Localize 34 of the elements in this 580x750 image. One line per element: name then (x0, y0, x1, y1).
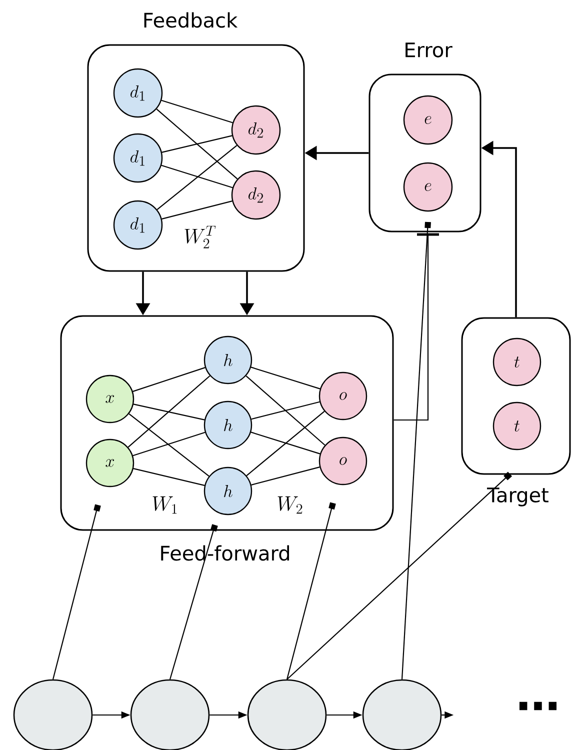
weight-line (128, 413, 210, 477)
weight-line (162, 200, 232, 220)
module-heading: Target (487, 488, 548, 506)
weight-line (246, 410, 325, 476)
state-ellipse (13, 679, 93, 750)
weight-line (246, 376, 326, 446)
weight-label: $W_2$ (278, 496, 302, 514)
weight-line (133, 404, 205, 420)
state-ellipse (362, 679, 442, 750)
weight-line (132, 432, 206, 456)
weight-line (250, 366, 320, 390)
weight-label: $W_1$ (152, 496, 177, 514)
leader-line (286, 502, 336, 680)
state-ellipse (130, 679, 210, 750)
ellipsis: … (519, 702, 556, 710)
arrow (394, 233, 439, 421)
state-ellipse (247, 679, 327, 750)
weight-line (132, 367, 206, 392)
module-heading: Feedback (144, 12, 238, 28)
weight-line (161, 164, 233, 188)
weight-line (251, 401, 320, 420)
weight-line (156, 108, 238, 180)
leader-line (52, 504, 101, 680)
weight-line (128, 375, 210, 448)
leader-line (401, 222, 431, 680)
weight-line (133, 468, 205, 486)
leader-line (169, 524, 218, 680)
weight-line (251, 466, 320, 486)
weight-label: $W_2^T$ (184, 226, 216, 248)
weight-line (162, 135, 232, 153)
weight-line (156, 145, 238, 210)
weight-line (250, 432, 320, 454)
module-heading: Error (406, 42, 452, 58)
weight-line (161, 100, 233, 124)
